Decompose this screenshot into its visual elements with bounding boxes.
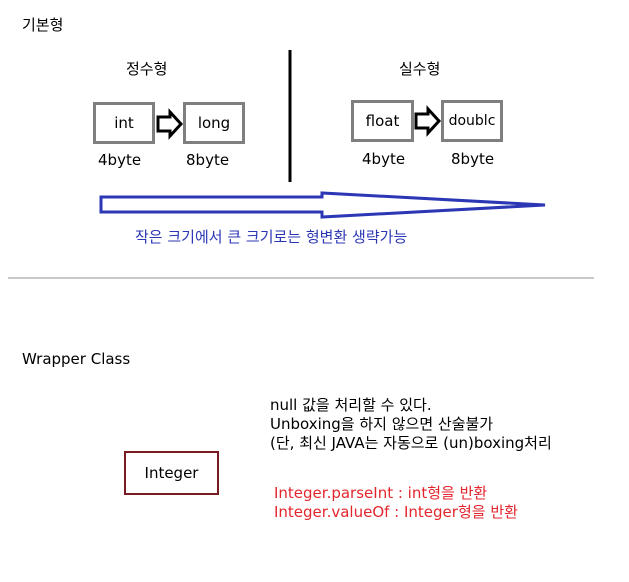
- double-size: 8byte: [451, 150, 495, 168]
- primitive-title: 기본형: [22, 16, 64, 34]
- float-label: float: [365, 112, 400, 130]
- integer-label: Integer: [144, 464, 199, 482]
- int-to-long-arrow: [156, 108, 184, 140]
- int-box: int: [93, 102, 155, 144]
- conversion-note: 작은 크기에서 큰 크기로는 형변환 생략가능: [135, 228, 408, 246]
- int-label: int: [114, 114, 134, 132]
- int-size: 4byte: [98, 151, 142, 169]
- float-size: 4byte: [362, 150, 406, 168]
- integer-box: Integer: [124, 451, 219, 495]
- float-to-double-arrow: [414, 105, 442, 137]
- integer-heading: 정수형: [126, 60, 168, 78]
- wrapper-note-autoboxing: (단, 최신 JAVA는 자동으로 (un)boxing처리: [270, 434, 552, 452]
- long-label: long: [197, 114, 231, 132]
- wrapper-note-null: null 값을 처리할 수 있다.: [270, 396, 432, 414]
- long-size: 8byte: [186, 151, 230, 169]
- long-box: long: [183, 102, 245, 144]
- method-valueof: Integer.valueOf : Integer형을 반환: [274, 503, 518, 521]
- wrapper-note-unboxing: Unboxing을 하지 않으면 산술불가: [270, 415, 494, 433]
- wrapper-title: Wrapper Class: [22, 350, 131, 368]
- conversion-arrow: [99, 191, 546, 219]
- float-box: float: [351, 100, 414, 142]
- double-box: doublc: [441, 100, 503, 142]
- double-label: doublc: [448, 113, 496, 129]
- real-heading: 실수형: [399, 60, 441, 78]
- method-parseint: Integer.parseInt : int형을 반환: [274, 484, 488, 502]
